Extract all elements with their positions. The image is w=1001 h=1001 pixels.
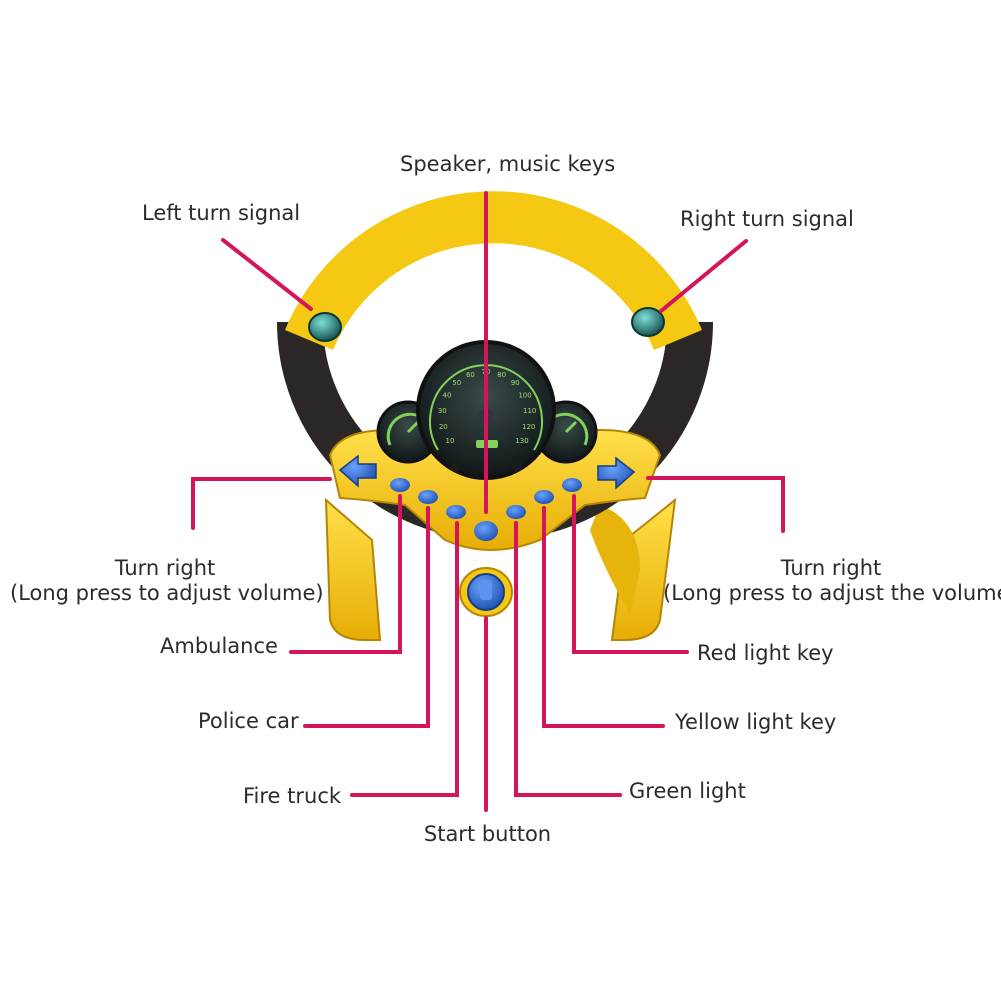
police-car-button[interactable] bbox=[446, 505, 466, 519]
speedometer-tick-label: 20 bbox=[439, 423, 448, 431]
label-turn-right-right-line1: Turn right bbox=[780, 556, 882, 580]
leader-right-signal bbox=[659, 239, 748, 313]
label-turn-right-left-line1: Turn right bbox=[114, 556, 216, 580]
green-light-button[interactable] bbox=[506, 505, 526, 519]
label-yellow-light-key: Yellow light key bbox=[675, 710, 837, 734]
label-red-light-key: Red light key bbox=[697, 641, 834, 665]
speedometer-tick-label: 90 bbox=[511, 379, 520, 387]
label-start-button: Start button bbox=[423, 822, 552, 846]
leader-fire-truck bbox=[350, 521, 459, 797]
leader-ambulance bbox=[289, 494, 402, 654]
speedometer-tick-label: 60 bbox=[466, 371, 475, 379]
leader-green-light bbox=[514, 521, 622, 797]
speedometer-tick-label: 50 bbox=[452, 379, 461, 387]
start-button[interactable] bbox=[459, 567, 513, 617]
label-fire-truck: Fire truck bbox=[243, 784, 342, 808]
speedometer-tick-label: 100 bbox=[518, 392, 531, 400]
leader-yellow-light bbox=[542, 506, 665, 728]
leader-red-light bbox=[572, 494, 689, 654]
label-speaker-music-keys: Speaker, music keys bbox=[400, 152, 616, 176]
ambulance-button[interactable] bbox=[418, 490, 438, 504]
speedometer-tick-label: 30 bbox=[438, 407, 447, 415]
right-turn-signal-lamp[interactable] bbox=[631, 307, 665, 337]
speedometer-tick-label: 40 bbox=[443, 392, 452, 400]
label-right-turn-signal: Right turn signal bbox=[680, 207, 854, 231]
right-arrow-button[interactable] bbox=[597, 456, 636, 490]
leader-turn-left bbox=[191, 477, 332, 530]
leader-turn-right bbox=[646, 476, 785, 533]
speedometer-tick-label: 80 bbox=[497, 371, 506, 379]
speedometer-tick-label: 120 bbox=[522, 423, 535, 431]
left-volume-button[interactable] bbox=[390, 478, 410, 492]
music-key-button[interactable] bbox=[474, 521, 498, 541]
label-green-light: Green light bbox=[629, 779, 746, 803]
left-turn-signal-lamp[interactable] bbox=[308, 312, 342, 342]
label-left-turn-signal: Left turn signal bbox=[142, 201, 301, 225]
red-light-button[interactable] bbox=[562, 478, 582, 492]
leader-left-signal bbox=[221, 238, 313, 311]
label-ambulance: Ambulance bbox=[160, 634, 278, 658]
leader-lines bbox=[191, 191, 785, 812]
left-arrow-button[interactable] bbox=[338, 454, 377, 488]
speedometer-tick-label: 130 bbox=[515, 437, 528, 445]
label-turn-right-left-line2: (Long press to adjust volume) bbox=[10, 581, 324, 605]
label-police-car: Police car bbox=[198, 709, 299, 733]
label-turn-right-right-line2: (Long press to adjust the volume) bbox=[663, 581, 1001, 605]
speedometer-tick-label: 10 bbox=[446, 437, 455, 445]
yellow-light-button[interactable] bbox=[534, 490, 554, 504]
wheel-base-legs bbox=[324, 497, 677, 641]
leader-police bbox=[303, 506, 430, 728]
speedometer-tick-label: 110 bbox=[523, 407, 536, 415]
